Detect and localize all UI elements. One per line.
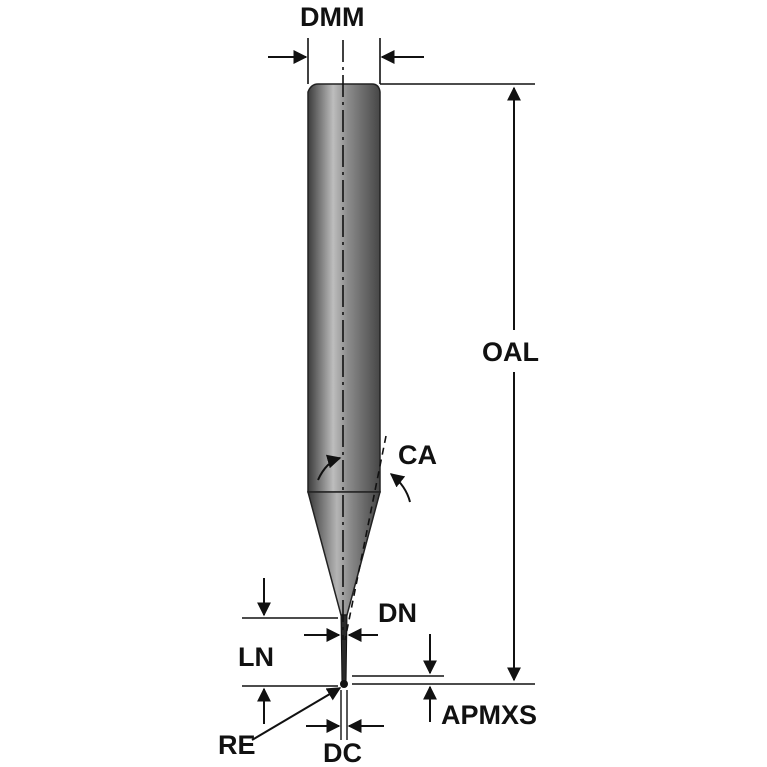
ca-dimension: CA [317,435,437,641]
re-label: RE [218,730,256,760]
oal-dimension: OAL [352,83,539,685]
oal-label: OAL [482,337,539,367]
tool-cone [307,491,381,616]
apmxs-label: APMXS [441,700,537,730]
re-dimension: RE [218,687,342,760]
apmxs-dimension: APMXS [352,634,537,730]
dmm-label: DMM [300,2,364,32]
tool-neck [340,614,348,685]
ln-label: LN [238,642,274,672]
dc-label: DC [323,738,362,767]
ln-dimension: LN [238,578,338,724]
ca-label: CA [398,440,437,470]
dc-dimension: DC [306,690,384,767]
dmm-dimension: DMM [268,2,424,84]
dn-dimension: DN [304,598,417,642]
end-mill-tool [307,40,381,688]
tool-shank [307,83,381,493]
dn-label: DN [378,598,417,628]
ball-tip [340,680,348,688]
